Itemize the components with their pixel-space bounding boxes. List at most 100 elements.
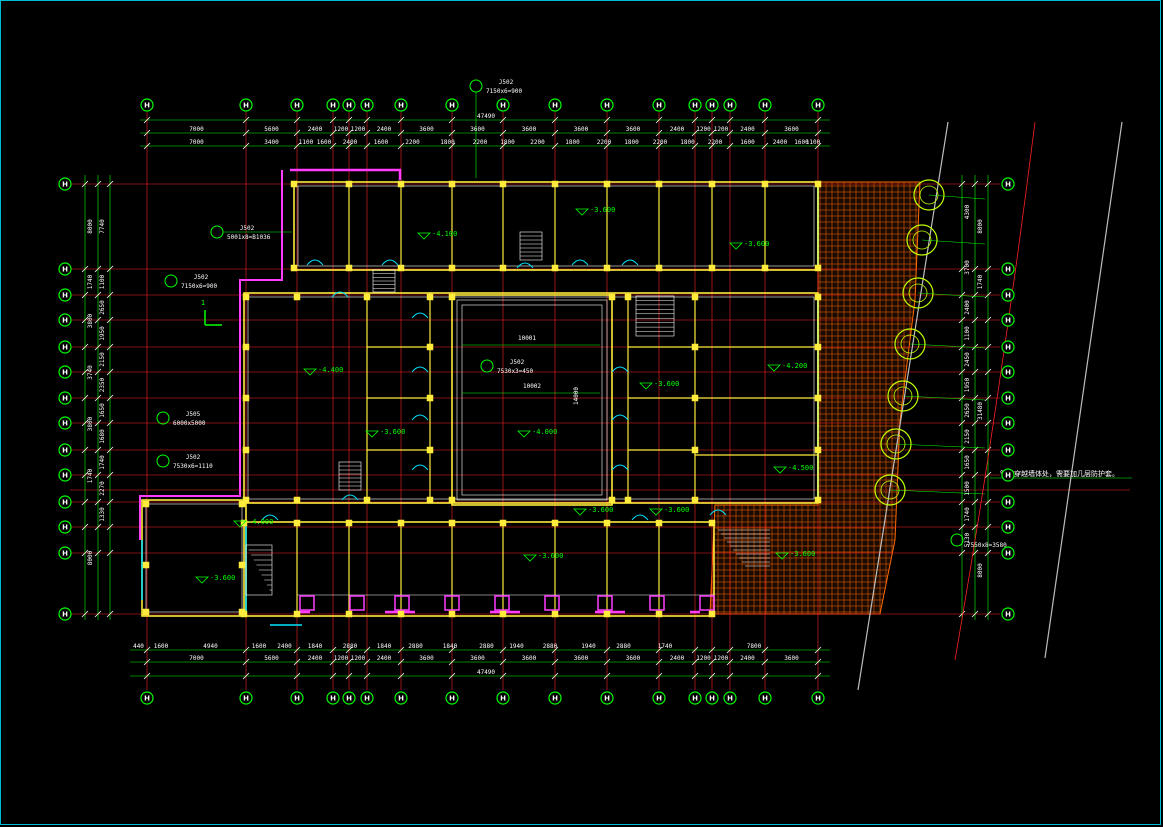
dimension-tick — [106, 610, 114, 618]
callout-tag: J502 — [186, 454, 201, 461]
dimension-tick — [242, 142, 250, 150]
dimension-tick — [143, 116, 151, 124]
column — [691, 343, 699, 351]
right-dimension-detail: 2650 — [964, 403, 971, 418]
axis-bubble — [1001, 262, 1015, 276]
column — [345, 264, 353, 272]
axis-bubble-label: H — [727, 102, 733, 110]
courtyard-dim: 14000 — [573, 387, 580, 405]
axis-bubble-label: H — [62, 292, 68, 300]
axis-bubble — [58, 313, 72, 327]
dimension-tick — [814, 116, 822, 124]
axis-bubble-label: H — [294, 102, 300, 110]
dimension-tick — [984, 316, 992, 324]
dimension-tick — [106, 471, 114, 479]
leader-line — [895, 443, 986, 449]
dimension-tick — [958, 180, 966, 188]
left-dimension: 8000 — [87, 219, 94, 234]
callout-tag: J502 — [194, 274, 209, 281]
dimension-tick — [143, 658, 151, 666]
courtyard-inner — [456, 299, 608, 501]
axis-bubble — [723, 691, 737, 705]
top-dimension: 1200 — [334, 126, 349, 133]
column — [624, 496, 632, 504]
bottom-dimension: 2400 — [308, 655, 323, 662]
column — [426, 446, 434, 454]
dimension-tick — [329, 116, 337, 124]
axis-bubble-label: H — [243, 695, 249, 703]
axis-bubble — [58, 177, 72, 191]
dimension-tick — [603, 116, 611, 124]
tree-symbol — [913, 179, 945, 211]
level-marker — [365, 430, 379, 438]
dimension-tick — [708, 116, 716, 124]
dimension-tick — [81, 265, 89, 273]
axis-bubble — [1001, 391, 1015, 405]
axis-bubble — [58, 365, 72, 379]
axis-bubble-label: H — [604, 695, 610, 703]
dimension-tick — [242, 646, 250, 654]
axis-bubble — [548, 98, 562, 112]
column — [551, 180, 559, 188]
bottom-dimension-detail: 1940 — [581, 643, 596, 650]
leader-line — [889, 489, 986, 495]
dimension-tick — [397, 129, 405, 137]
axis-bubble-label: H — [62, 395, 68, 403]
top-dimension: 3600 — [419, 126, 434, 133]
pipe-line — [290, 168, 402, 180]
dimension-tick — [761, 658, 769, 666]
dimension-tick — [499, 646, 507, 654]
column — [708, 180, 716, 188]
tree-symbol — [908, 283, 928, 303]
dimension-tick — [94, 368, 102, 376]
dimension-tick — [655, 646, 663, 654]
bottom-dimension-detail: 2880 — [408, 643, 423, 650]
axis-bubble-label: H — [62, 266, 68, 274]
axis-bubble — [342, 691, 356, 705]
axis-bubble — [140, 691, 154, 705]
dimension-tick — [814, 646, 822, 654]
right-dimension: 8000 — [977, 219, 984, 234]
axis-bubble-label: H — [346, 102, 352, 110]
top-dimension: 3600 — [470, 126, 485, 133]
column — [238, 561, 246, 569]
dimension-tick — [691, 142, 699, 150]
axis-bubble-label: H — [552, 102, 558, 110]
axis-bubble — [239, 691, 253, 705]
axis-bubble — [394, 98, 408, 112]
road-edge-curve — [1044, 121, 1123, 659]
dimension-tick — [971, 419, 979, 427]
level-value: -3.600 — [538, 552, 563, 560]
dimension-tick — [397, 142, 405, 150]
dimension-tick — [81, 343, 89, 351]
left-room-inner — [145, 503, 243, 613]
axis-bubble — [58, 340, 72, 354]
dimension-tick — [363, 646, 371, 654]
column — [142, 608, 150, 616]
axis-bubble — [723, 98, 737, 112]
dimension-tick — [363, 672, 371, 680]
axis-bubble — [705, 98, 719, 112]
column — [551, 264, 559, 272]
axis-bubble — [600, 98, 614, 112]
tree-symbol — [900, 334, 920, 354]
column — [242, 446, 250, 454]
tree-symbol — [919, 185, 939, 205]
dimension-tick — [958, 610, 966, 618]
left-dimension: 1740 — [87, 274, 94, 289]
dimension-tick — [971, 394, 979, 402]
dimension-tick — [971, 471, 979, 479]
callout-tag: J502 — [240, 225, 255, 232]
dimension-tick — [984, 368, 992, 376]
door-swing — [331, 291, 349, 298]
axis-bubble — [652, 691, 666, 705]
dimension-tick — [448, 116, 456, 124]
level-value: -3.600 — [664, 506, 689, 514]
top-dimension-detail: 2400 — [773, 139, 788, 146]
left-room-outline — [141, 499, 247, 617]
top-dimension-detail: 2200 — [708, 139, 723, 146]
top-dimension-detail: 1800 — [440, 139, 455, 146]
door-swing — [516, 262, 534, 269]
axis-bubble — [445, 98, 459, 112]
top-dimension-detail: 1600 — [374, 139, 389, 146]
